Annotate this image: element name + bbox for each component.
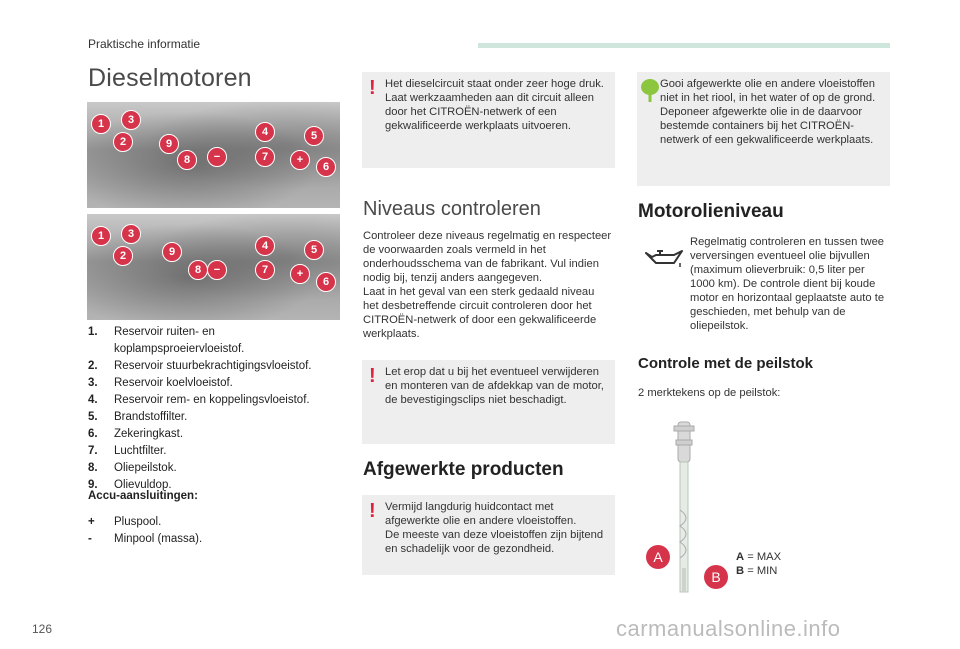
products-title: Afgewerkte producten — [363, 459, 564, 480]
callout-plus: + — [290, 264, 310, 284]
callout-9: 9 — [159, 134, 179, 154]
legend-item: 6.Zekeringkast. — [88, 428, 184, 440]
marker-b-badge: B — [704, 565, 728, 589]
callout-5: 5 — [304, 126, 324, 146]
oil-can-icon — [645, 250, 683, 267]
callout-minus: − — [207, 147, 227, 167]
max-legend: A = MAX — [736, 551, 782, 563]
callout-8: 8 — [188, 260, 208, 280]
component-legend: 1.Reservoir ruiten- en koplampsproeiervl… — [88, 324, 348, 494]
legend-item: 3.Reservoir koelvloeistof. — [88, 377, 233, 389]
warning-diesel-circuit: ! Het dieselcircuit staat onder zeer hog… — [362, 72, 615, 168]
dipstick-drawing — [673, 421, 695, 593]
levels-title: Niveaus controleren — [363, 198, 541, 220]
header-rule — [478, 43, 890, 48]
levels-text: Controleer deze niveaus regelmatig en re… — [363, 230, 612, 340]
callout-1: 1 — [91, 226, 111, 246]
callout-2: 2 — [113, 132, 133, 152]
warning-icon: ! — [369, 365, 376, 387]
legend-item: 7.Luchtfilter. — [88, 445, 167, 457]
warning-caps: ! Let erop dat u bij het eventueel verwi… — [362, 360, 615, 444]
min-legend: B = MIN — [736, 565, 778, 577]
legend-item: 9.Olievuldop. — [88, 479, 172, 491]
callout-7: 7 — [255, 260, 275, 280]
battery-item-plus: +Pluspool. — [88, 516, 162, 528]
warning-icon: ! — [369, 500, 376, 522]
legend-item: 2.Reservoir stuurbekrachtigingsvloeistof… — [88, 360, 312, 372]
legend-item: 4.Reservoir rem- en koppelingsvloeistof. — [88, 394, 310, 406]
marker-a-badge: A — [646, 545, 670, 569]
callout-5: 5 — [304, 240, 324, 260]
legend-item: 1.Reservoir ruiten- en koplampsproeiervl… — [88, 326, 245, 355]
oil-text: Regelmatig controleren en tussen twee ve… — [690, 236, 885, 332]
legend-item: 5.Brandstoffilter. — [88, 411, 188, 423]
warning-icon: ! — [369, 77, 376, 99]
legend-item: 8.Oliepeilstok. — [88, 462, 177, 474]
callout-minus: − — [207, 260, 227, 280]
engine-image-bottom: 1 2 3 4 5 6 7 8 9 − + — [87, 214, 340, 320]
tree-icon — [641, 79, 659, 102]
dipstick-illustration: A B A = MAX B = MIN — [640, 410, 790, 595]
warning-skin: ! Vermijd langdurig huidcontact met afge… — [362, 495, 615, 575]
dipstick-text: 2 merktekens op de peilstok: — [638, 387, 781, 399]
battery-title: Accu-aansluitingen: — [88, 490, 198, 502]
oil-title: Motorolieniveau — [638, 201, 784, 222]
battery-item-minus: -Minpool (massa). — [88, 533, 203, 545]
page-number: 126 — [32, 622, 53, 636]
callout-4: 4 — [255, 236, 275, 256]
callout-6: 6 — [316, 272, 336, 292]
callout-6: 6 — [316, 157, 336, 177]
callout-3: 3 — [121, 110, 141, 130]
callout-2: 2 — [113, 246, 133, 266]
page-title: Dieselmotoren — [88, 64, 252, 92]
callout-plus: + — [290, 150, 310, 170]
callout-1: 1 — [91, 114, 111, 134]
section-label: Praktische informatie — [88, 37, 201, 51]
battery-list: +Pluspool. -Minpool (massa). — [88, 514, 202, 548]
callout-9: 9 — [162, 242, 182, 262]
callout-7: 7 — [255, 147, 275, 167]
engine-image-top: 1 2 3 4 5 6 7 8 9 − + — [87, 102, 340, 208]
callout-4: 4 — [255, 122, 275, 142]
dipstick-title: Controle met de peilstok — [638, 355, 814, 372]
watermark: carmanualsonline.info — [616, 616, 841, 641]
callout-8: 8 — [177, 150, 197, 170]
callout-3: 3 — [121, 224, 141, 244]
eco-disposal-box: Gooi afgewerkte olie en andere vloeistof… — [637, 72, 890, 186]
